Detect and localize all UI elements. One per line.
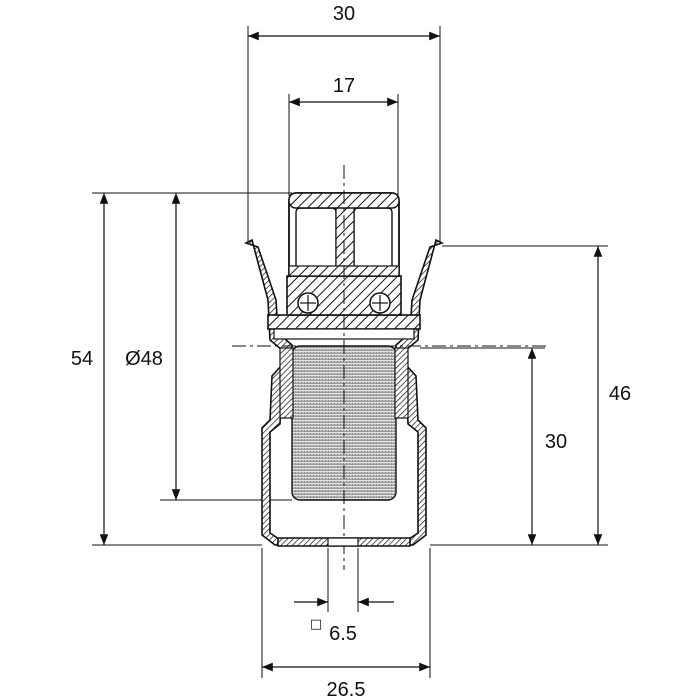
dimension-inner-width: 17 [288,75,399,196]
dimension-square-stem: □ 6.5 [294,548,394,645]
dim-label-diameter: Ø48 [125,348,163,370]
dim-label-body-height: 46 [609,383,631,405]
square-stem-hole [327,537,359,547]
dim-label-top-width: 30 [333,3,355,25]
dim-label-inner-width: 17 [333,75,355,97]
center-lines [232,165,548,570]
dim-label-total-height: 54 [71,348,93,370]
dimension-top-width: 30 [247,3,441,244]
dimension-total-height: 54 [71,192,292,546]
dim-label-square-size: 6.5 [329,623,357,645]
dim-label-bottom-width: 26.5 [327,679,366,700]
dim-label-square-symbol: □ [310,617,322,632]
dimension-socket-height: 30 [420,347,567,545]
dim-label-socket-height: 30 [545,431,567,453]
dimension-bottom-width: 26.5 [261,548,431,700]
dimension-body-height: 46 [430,245,631,546]
